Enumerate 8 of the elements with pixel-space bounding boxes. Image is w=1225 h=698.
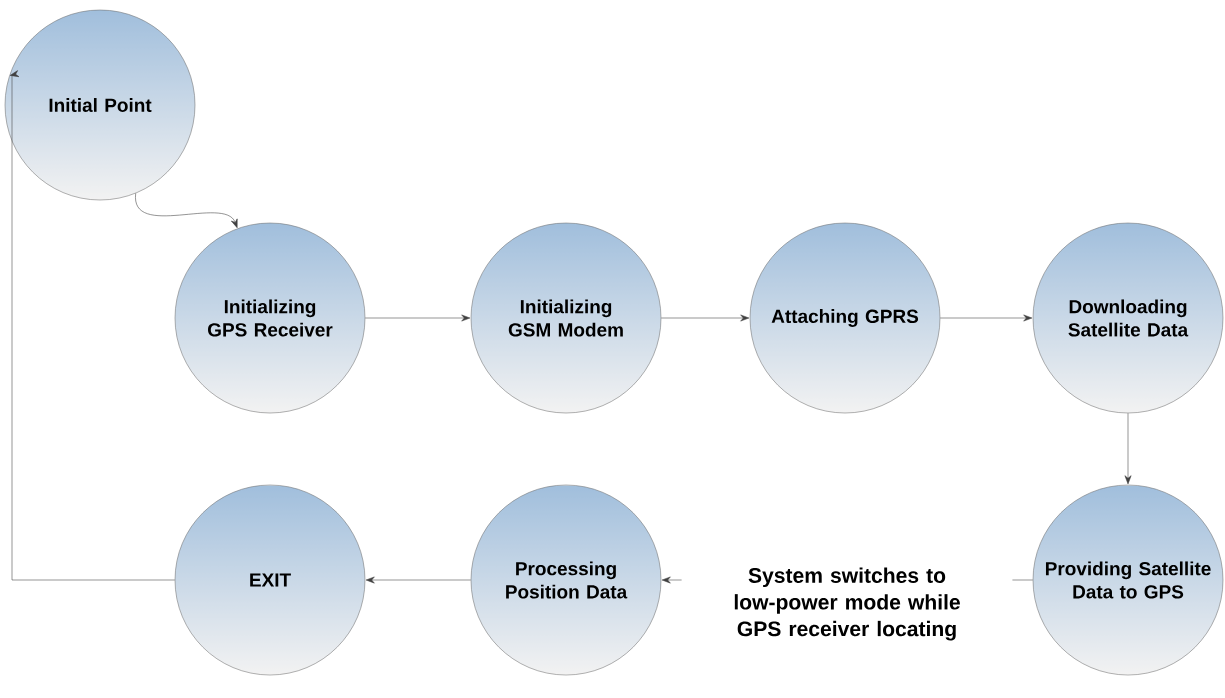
arrow [940, 314, 1033, 322]
arrow [365, 314, 471, 322]
arrow [1124, 413, 1132, 485]
arrow [135, 193, 238, 228]
arrow [365, 576, 471, 584]
arrow [661, 314, 750, 322]
edge-label: System switches to low-power mode while GPS receiver locating [681, 566, 1013, 642]
arrow [9, 70, 175, 581]
